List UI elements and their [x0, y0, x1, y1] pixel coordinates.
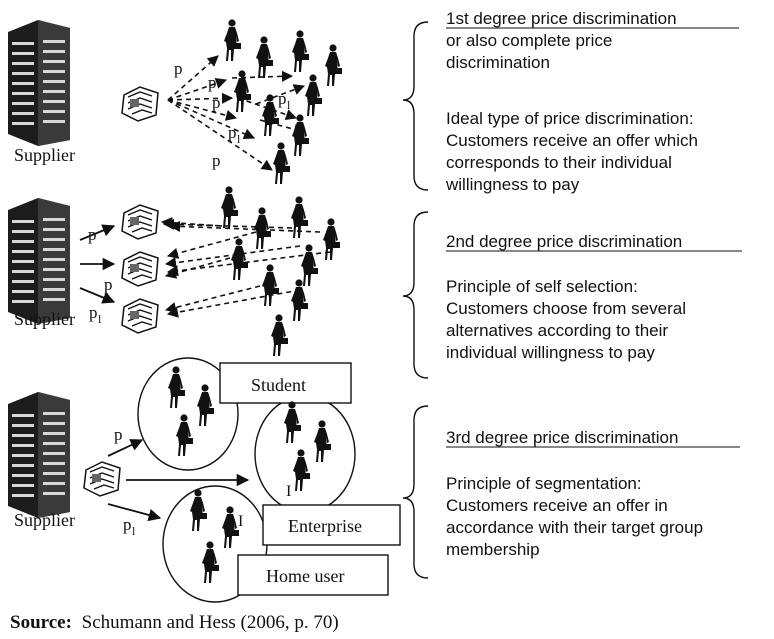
- customer-icons: [221, 186, 340, 356]
- price-label-pl-subscript: l: [98, 312, 102, 326]
- customer-icon: [273, 142, 290, 184]
- supplier-building-icon: [8, 392, 70, 518]
- customer-icon: [305, 74, 322, 116]
- home-user-box: [237, 554, 389, 596]
- section-third-degree: 3rd degree price discrimination Principl…: [446, 428, 740, 559]
- customer-icon: [325, 44, 342, 86]
- home-user-label: Home user: [266, 566, 344, 586]
- source-text: Schumann and Hess (2006, p. 70): [82, 612, 339, 633]
- supplier-label: Supplier: [14, 145, 75, 165]
- product-icon: [121, 204, 159, 240]
- customer-icon: [222, 506, 239, 548]
- product-icon: [121, 86, 159, 122]
- price-label-pl: p: [123, 515, 132, 534]
- customer-icon: [284, 401, 301, 443]
- price-label-p: p: [174, 59, 183, 78]
- price-label-p: p: [212, 151, 221, 170]
- row-third-degree: Supplier p p l Student Enterprise Home u…: [8, 357, 401, 603]
- customer-icon: [301, 244, 318, 286]
- section-line: Customers receive an offer which: [446, 131, 698, 150]
- customer-icon: [292, 30, 309, 72]
- price-label-p: p: [114, 425, 123, 444]
- price-label-pl-subscript: l: [237, 132, 241, 146]
- supplier-label: Supplier: [14, 309, 75, 329]
- section-line: individual willingness to pay: [446, 343, 655, 362]
- source-caption: Source: Schumann and Hess (2006, p. 70): [10, 612, 339, 633]
- price-label-p: p: [88, 225, 97, 244]
- enterprise-box: [262, 504, 401, 546]
- enterprise-label: Enterprise: [288, 516, 362, 536]
- product-icon: [121, 251, 159, 287]
- section-line: Ideal type of price discrimination:: [446, 109, 694, 128]
- supplier-building-icon: [8, 198, 70, 324]
- price-label-pl: p: [89, 303, 98, 322]
- section-heading: 1st degree price discrimination: [446, 9, 677, 28]
- section-line: corresponds to their individual: [446, 153, 672, 172]
- customer-icon: [197, 384, 214, 426]
- price-label-pl: p: [278, 89, 287, 108]
- customer-icon: [256, 36, 273, 78]
- marker-label: I: [286, 483, 291, 500]
- section-first-degree: 1st degree price discrimination or also …: [445, 9, 739, 194]
- price-label-p: p: [208, 73, 217, 92]
- section-line: accordance with their target group: [446, 518, 703, 537]
- customer-icon: [262, 264, 279, 306]
- row-first-degree: Supplier p p p p l p l p: [8, 19, 342, 184]
- student-label: Student: [251, 375, 306, 395]
- section-line: or also complete price: [446, 31, 612, 50]
- section-heading: 2nd degree price discrimination: [446, 232, 682, 251]
- brace-first-degree: [402, 21, 429, 191]
- segment-circle-enterprise: [254, 395, 356, 513]
- price-label-pl: p: [228, 123, 237, 142]
- section-heading: 3rd degree price discrimination: [446, 428, 678, 447]
- section-line: membership: [446, 540, 540, 559]
- section-line: Customers receive an offer in: [446, 496, 668, 515]
- customer-icon: [292, 114, 309, 156]
- student-box: [219, 362, 352, 404]
- customer-icon: [323, 218, 340, 260]
- customer-icon: [234, 70, 251, 112]
- customer-icon: [314, 420, 331, 462]
- customer-icon: [224, 19, 241, 61]
- section-line: discrimination: [446, 53, 550, 72]
- customer-icon: [190, 489, 207, 531]
- customer-icon: [168, 366, 185, 408]
- price-label-p: p: [212, 93, 221, 112]
- customer-icon: [202, 541, 219, 583]
- customer-icon: [291, 279, 308, 321]
- marker-label: I: [238, 513, 243, 530]
- customer-icon: [271, 314, 288, 356]
- customer-icon: [231, 238, 248, 280]
- brace-second-degree: [402, 211, 429, 379]
- customer-icon: [254, 207, 271, 249]
- section-line: Principle of segmentation:: [446, 474, 642, 493]
- price-label-p: p: [104, 275, 113, 294]
- customer-icon: [291, 196, 308, 238]
- customer-icon: [221, 186, 238, 228]
- row-second-degree: Supplier p p p l: [8, 186, 340, 356]
- section-line: willingness to pay: [445, 175, 580, 194]
- supplier-label: Supplier: [14, 510, 75, 530]
- section-line: Customers choose from several: [446, 299, 686, 318]
- customer-icon: [293, 449, 310, 491]
- section-line: alternatives according to their: [446, 321, 668, 340]
- source-label: Source:: [10, 612, 72, 633]
- customer-icon: [176, 414, 193, 456]
- product-icon: [121, 298, 159, 334]
- price-label-pl-subscript: l: [287, 98, 291, 112]
- section-line: Principle of self selection:: [446, 277, 638, 296]
- segment-circle-student: [137, 357, 239, 471]
- product-icon: [83, 461, 121, 497]
- section-second-degree: 2nd degree price discrimination Principl…: [446, 232, 742, 362]
- brace-third-degree: [402, 405, 429, 579]
- supplier-building-icon: [8, 20, 70, 146]
- price-label-pl-subscript: l: [132, 524, 136, 538]
